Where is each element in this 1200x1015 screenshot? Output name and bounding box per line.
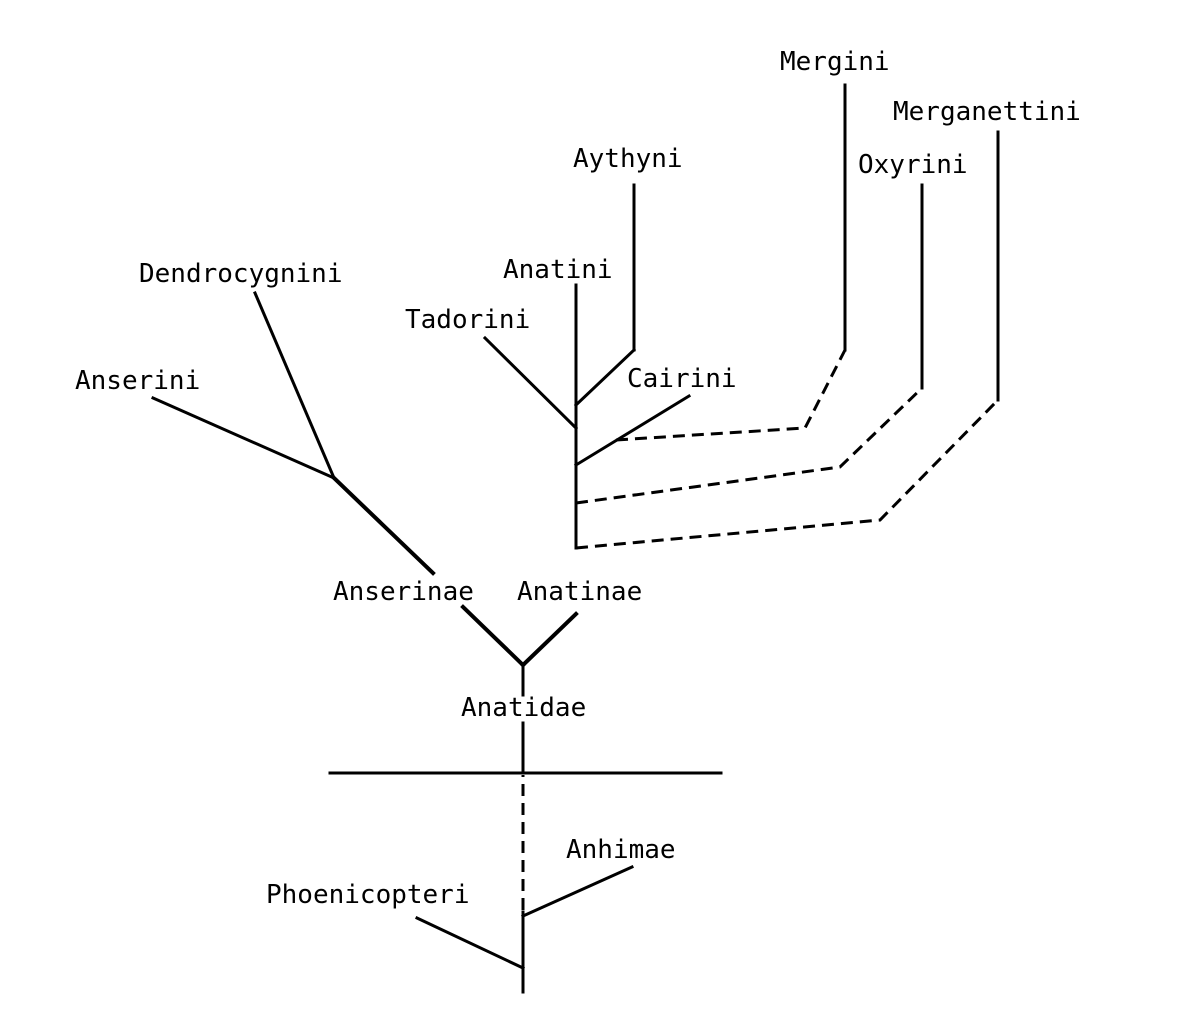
label-anatidae: Anatidae — [461, 693, 586, 723]
branch-phoenicopteri — [415, 916, 525, 970]
branch-tadorini — [482, 335, 579, 431]
label-cairini: Cairini — [627, 364, 737, 394]
branch-mergini-dashed — [615, 349, 847, 442]
label-oxyrini: Oxyrini — [858, 150, 968, 180]
label-tadorini: Tadorini — [405, 305, 530, 335]
label-phoenicopteri: Phoenicopteri — [266, 880, 470, 910]
branch-cairini — [573, 393, 692, 468]
label-anserini: Anserini — [75, 366, 200, 396]
label-anatinae: Anatinae — [517, 577, 642, 607]
label-anatini: Anatini — [503, 255, 613, 285]
branch-dendrocygnini — [253, 291, 336, 480]
branch-anserinae-lower — [460, 604, 526, 668]
label-mergini: Mergini — [780, 47, 890, 77]
branch-oxyrini-dashed — [575, 386, 924, 505]
label-anserinae: Anserinae — [333, 577, 474, 607]
branch-aythyni-diagonal — [573, 347, 637, 408]
branch-anserinae-upper — [331, 475, 436, 576]
label-merganettini: Merganettini — [893, 97, 1081, 127]
label-dendrocygnini: Dendrocygnini — [139, 259, 343, 289]
label-anhimae: Anhimae — [566, 835, 676, 865]
branch-anhimae — [521, 865, 634, 918]
branch-merganettini-dashed — [575, 398, 1000, 550]
label-aythyni: Aythyni — [573, 144, 683, 174]
branch-anserini — [151, 396, 336, 480]
branch-anatinae-lower — [520, 611, 579, 668]
